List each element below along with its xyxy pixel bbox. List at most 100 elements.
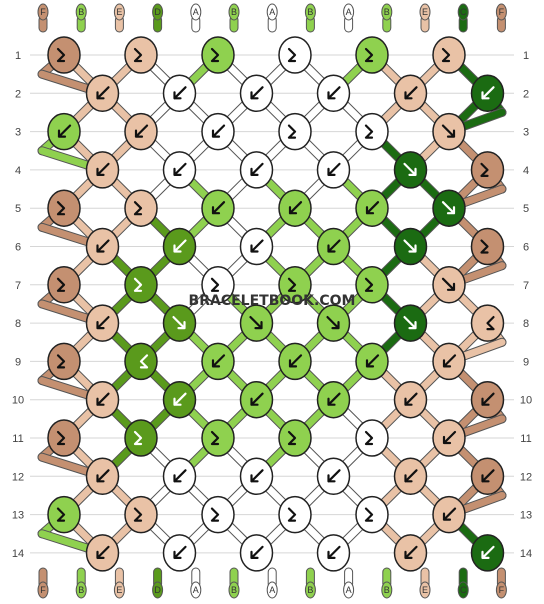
string-end-bottom [152, 581, 164, 599]
knot[interactable] [432, 189, 466, 227]
knot[interactable] [85, 227, 120, 266]
knot[interactable] [393, 534, 428, 572]
knot[interactable] [470, 534, 505, 572]
knot[interactable] [278, 419, 312, 457]
knot[interactable] [239, 74, 274, 113]
knot[interactable] [316, 227, 351, 266]
row-number-left: 10 [12, 395, 24, 407]
knot[interactable] [393, 380, 428, 419]
string-end-top [152, 3, 164, 21]
knot[interactable] [162, 227, 197, 266]
knot[interactable] [162, 74, 197, 113]
knot[interactable] [47, 36, 81, 74]
knot[interactable] [124, 112, 158, 151]
knot[interactable] [239, 151, 274, 189]
knot[interactable] [162, 304, 197, 342]
knot[interactable] [432, 419, 466, 457]
knot[interactable] [124, 495, 158, 534]
knot[interactable] [239, 457, 274, 496]
knot[interactable] [355, 266, 389, 304]
knot[interactable] [85, 457, 120, 496]
knot[interactable] [85, 151, 120, 189]
knot-arrow-icon [56, 507, 66, 522]
knot[interactable] [239, 534, 274, 572]
knot[interactable] [355, 36, 389, 74]
row-number-right: 12 [520, 471, 532, 483]
knot[interactable] [47, 495, 81, 534]
knot[interactable] [432, 495, 466, 534]
string-end-top [343, 3, 355, 21]
knot[interactable] [201, 419, 235, 457]
knot[interactable] [355, 112, 389, 151]
knot[interactable] [201, 495, 235, 534]
knot-arrow-icon [486, 316, 495, 331]
string-end-top [190, 3, 202, 21]
knot[interactable] [278, 112, 312, 151]
knot[interactable] [470, 151, 505, 189]
knot[interactable] [316, 74, 351, 113]
knot[interactable] [393, 457, 428, 496]
knot[interactable] [162, 534, 197, 572]
knot[interactable] [355, 495, 389, 534]
knot[interactable] [85, 380, 120, 419]
knot[interactable] [355, 189, 389, 227]
row-number-left: 4 [15, 165, 21, 177]
knot[interactable] [393, 304, 428, 342]
knot[interactable] [316, 151, 351, 189]
knot[interactable] [355, 342, 389, 381]
knot[interactable] [316, 534, 351, 572]
knot[interactable] [47, 266, 81, 304]
knot[interactable] [470, 304, 505, 342]
knot[interactable] [124, 266, 158, 304]
knot-arrow-icon [364, 124, 374, 139]
knot[interactable] [201, 189, 235, 227]
knot[interactable] [278, 189, 312, 227]
knot[interactable] [278, 266, 312, 304]
knot-arrow-icon [327, 392, 341, 406]
knot[interactable] [47, 112, 81, 151]
knot[interactable] [162, 457, 197, 496]
knot[interactable] [393, 151, 428, 189]
knot[interactable] [85, 74, 120, 113]
knot[interactable] [239, 227, 274, 266]
knot-arrow-icon [364, 277, 374, 292]
row-number-right: 11 [520, 433, 531, 445]
row-number-left: 9 [15, 356, 21, 368]
knot[interactable] [47, 419, 81, 457]
knot[interactable] [162, 380, 197, 419]
knot[interactable] [124, 419, 158, 457]
knot[interactable] [47, 189, 81, 227]
knot[interactable] [162, 151, 197, 189]
knot[interactable] [239, 304, 274, 342]
knot[interactable] [85, 304, 120, 342]
knot-arrow-icon [481, 545, 495, 560]
knot[interactable] [201, 342, 235, 381]
knot[interactable] [278, 495, 312, 534]
knot[interactable] [355, 419, 389, 457]
knot[interactable] [278, 342, 312, 381]
knot[interactable] [393, 227, 428, 266]
knot[interactable] [432, 112, 466, 151]
knot[interactable] [278, 36, 312, 74]
knot[interactable] [201, 266, 235, 304]
knot[interactable] [470, 380, 505, 419]
knot[interactable] [85, 534, 120, 572]
knot[interactable] [124, 342, 158, 381]
knot[interactable] [432, 36, 466, 74]
knot[interactable] [432, 342, 466, 381]
knot[interactable] [124, 189, 158, 227]
knot[interactable] [432, 266, 466, 304]
knot[interactable] [470, 227, 505, 266]
knot[interactable] [316, 380, 351, 419]
knot[interactable] [316, 457, 351, 496]
knot[interactable] [393, 74, 428, 113]
knot[interactable] [201, 36, 235, 74]
knot[interactable] [201, 112, 235, 151]
knot[interactable] [316, 304, 351, 342]
knot[interactable] [124, 36, 158, 74]
bottom-string-label: E [422, 585, 428, 595]
knot[interactable] [470, 74, 505, 113]
knot[interactable] [470, 457, 505, 496]
knot[interactable] [239, 380, 274, 419]
knot[interactable] [47, 342, 81, 381]
